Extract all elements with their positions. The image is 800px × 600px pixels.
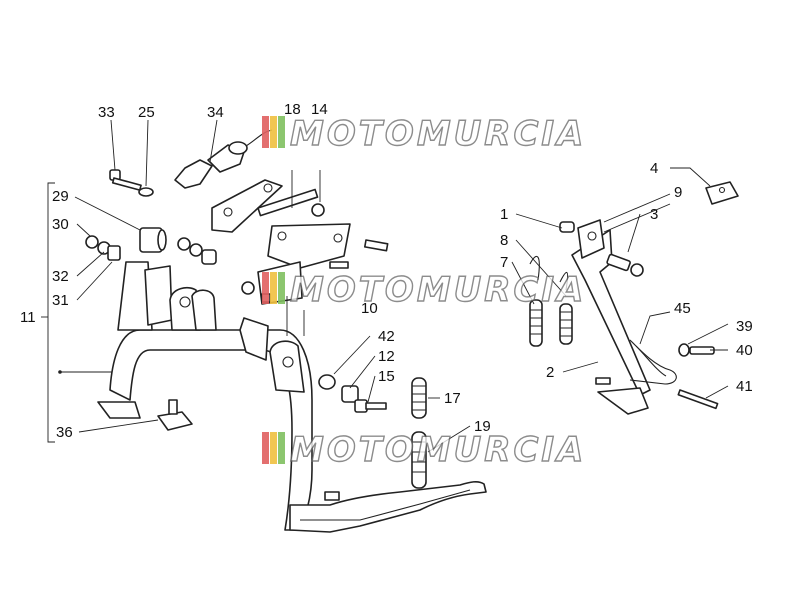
bush-12 <box>341 385 359 403</box>
label-40: 40 <box>736 342 753 359</box>
label-41: 41 <box>736 378 753 395</box>
label-8: 8 <box>500 232 508 249</box>
pin-41 <box>677 389 719 410</box>
bolt-3 <box>606 253 644 277</box>
center-stand <box>97 261 487 533</box>
washer-30 <box>85 235 99 249</box>
group-11-bracket <box>47 182 55 443</box>
label-11: 11 <box>20 309 36 326</box>
bushes-right <box>177 237 217 265</box>
label-4: 4 <box>650 160 658 177</box>
leader-lines <box>74 119 729 453</box>
watermark-bottom: MOTOMURCIA <box>262 429 586 471</box>
pad-36 <box>157 399 193 431</box>
label-15: 15 <box>378 368 395 385</box>
label-14: 14 <box>311 101 328 118</box>
label-18: 18 <box>284 101 301 118</box>
spring-8 <box>559 271 573 345</box>
bolt-15 <box>354 399 387 413</box>
nut-42 <box>318 374 336 390</box>
watermark-text-middle: MOTOMURCIA <box>290 270 586 310</box>
label-19: 19 <box>474 418 491 435</box>
label-34: 34 <box>207 104 224 121</box>
label-2: 2 <box>546 364 554 381</box>
bush-29 <box>139 227 167 253</box>
spring-17 <box>411 377 427 419</box>
label-10: 10 <box>361 300 378 317</box>
side-stand <box>571 219 651 415</box>
label-29: 29 <box>52 188 69 205</box>
sensor-switch-34 <box>174 129 273 189</box>
pad-4 <box>705 181 739 205</box>
callout-labels: 33 25 34 18 14 29 30 32 31 11 36 10 42 1… <box>20 101 753 441</box>
label-9: 9 <box>674 184 682 201</box>
label-3: 3 <box>650 206 658 223</box>
label-31: 31 <box>52 292 69 309</box>
watermark-middle: MOTOMURCIA <box>262 269 586 311</box>
watermark-text-bottom: MOTOMURCIA <box>290 430 586 470</box>
watermark-text-top: MOTOMURCIA <box>290 114 586 154</box>
label-12: 12 <box>378 348 395 365</box>
label-33: 33 <box>98 104 115 121</box>
label-25: 25 <box>138 104 155 121</box>
label-42: 42 <box>378 328 395 345</box>
label-7: 7 <box>500 254 508 271</box>
label-36: 36 <box>56 424 73 441</box>
label-30: 30 <box>52 216 69 233</box>
label-39: 39 <box>736 318 753 335</box>
bush-31 <box>107 245 121 261</box>
label-32: 32 <box>52 268 69 285</box>
screw-40 <box>678 343 715 357</box>
bolt-33 <box>109 169 142 191</box>
label-45: 45 <box>674 300 691 317</box>
spring-7 <box>529 255 543 347</box>
rod-45 <box>629 339 677 385</box>
label-1: 1 <box>500 206 508 223</box>
watermark-top: MOTOMURCIA <box>262 113 586 155</box>
nut-25 <box>138 187 154 197</box>
washer-1 <box>559 221 575 233</box>
label-17: 17 <box>444 390 461 407</box>
spring-19 <box>411 431 427 489</box>
stop-pin <box>324 491 340 501</box>
